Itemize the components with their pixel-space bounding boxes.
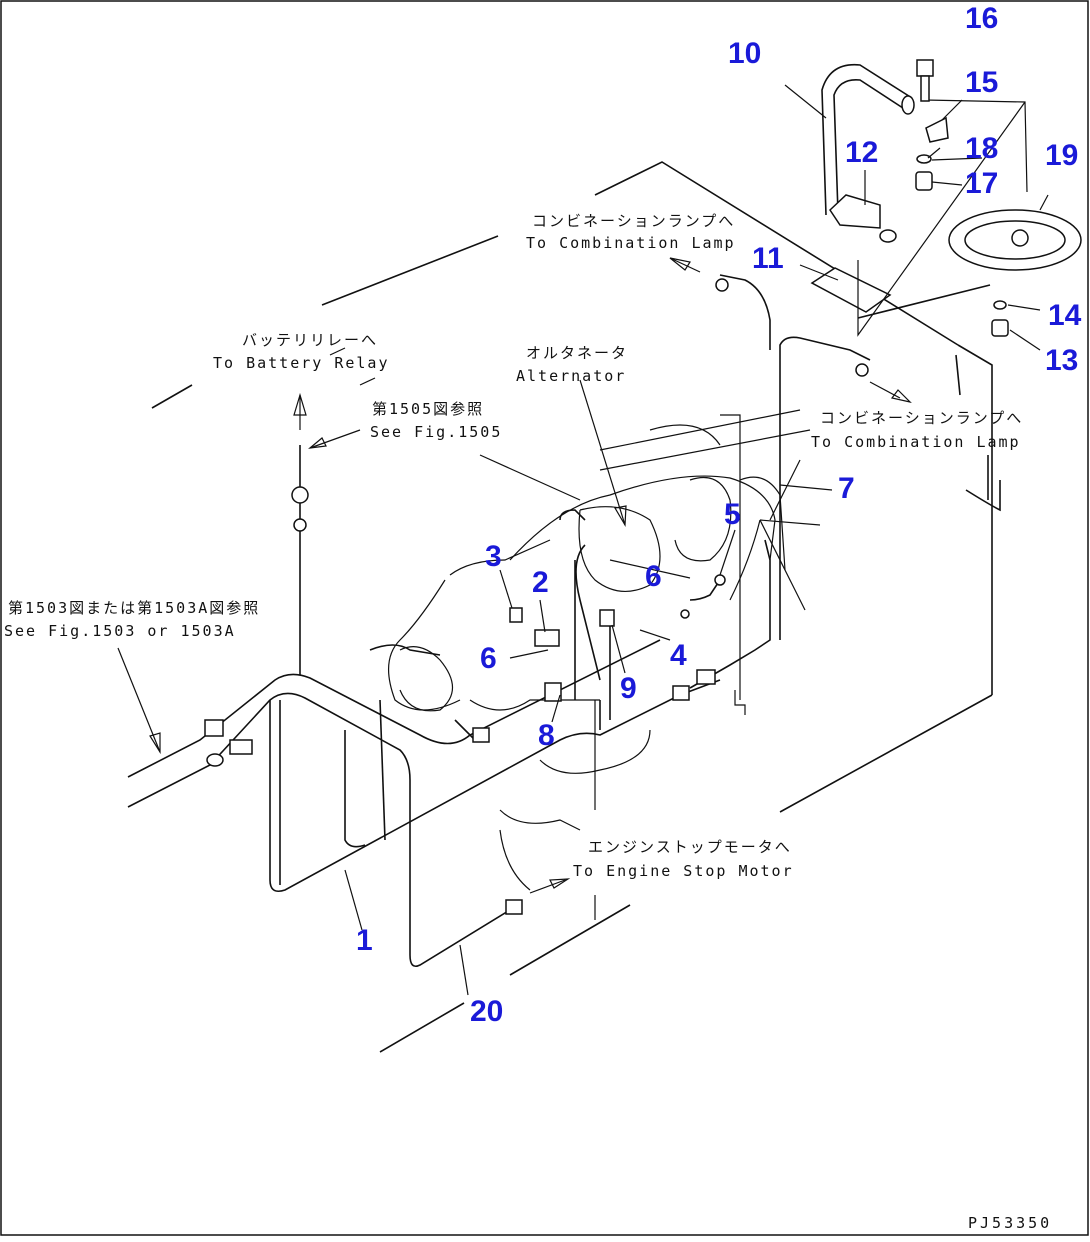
connector bbox=[229, 739, 253, 755]
connector bbox=[204, 719, 224, 737]
main-harness bbox=[127, 274, 871, 968]
note-combination-lamp-right-jp: コンビネーションランプへ bbox=[820, 409, 1023, 427]
callout-14: 14 bbox=[1048, 299, 1082, 332]
callout-9: 9 bbox=[620, 672, 637, 705]
leader-lines bbox=[117, 84, 1049, 996]
note-engine-stop-en: To Engine Stop Motor bbox=[573, 862, 794, 880]
drawing-code: PJ53350 bbox=[968, 1214, 1052, 1232]
annotation-labels: コンビネーションランプへ To Combination Lamp バッテリリレー… bbox=[4, 212, 1023, 880]
clip-part-15 bbox=[925, 116, 949, 143]
callout-2: 2 bbox=[532, 566, 549, 599]
note-alternator-jp: オルタネータ bbox=[526, 344, 628, 362]
callout-3: 3 bbox=[485, 540, 502, 573]
callout-11: 11 bbox=[752, 242, 784, 275]
callout-16: 16 bbox=[965, 2, 998, 35]
note-combination-lamp-right-en: To Combination Lamp bbox=[811, 433, 1021, 451]
bracket-tube bbox=[879, 229, 897, 243]
connector bbox=[206, 753, 224, 767]
note-battery-relay-en: To Battery Relay bbox=[213, 354, 390, 372]
note-battery-relay-jp: バッテリリレーへ bbox=[242, 331, 378, 349]
washer-part-18 bbox=[916, 154, 932, 164]
callout-numbers: 1 2 3 4 5 6 6 7 8 9 10 11 12 13 14 15 16… bbox=[356, 2, 1082, 1028]
connectors bbox=[204, 278, 869, 915]
connector bbox=[472, 727, 490, 743]
connector bbox=[672, 685, 690, 701]
handrail-end bbox=[901, 95, 915, 115]
note-combination-lamp-top-en: To Combination Lamp bbox=[526, 234, 736, 252]
callout-12: 12 bbox=[845, 136, 878, 169]
terminal-cluster bbox=[715, 278, 729, 292]
callout-7: 7 bbox=[838, 472, 855, 505]
callout-4: 4 bbox=[670, 639, 687, 672]
note-see-fig-1505-jp: 第1505図参照 bbox=[372, 400, 484, 418]
plate-part-11 bbox=[810, 267, 892, 313]
terminal bbox=[680, 609, 690, 619]
callout-10: 10 bbox=[728, 37, 761, 70]
nut-part-13 bbox=[991, 319, 1009, 337]
nut-part-17 bbox=[915, 171, 933, 191]
callout-1: 1 bbox=[356, 924, 373, 957]
note-engine-stop-jp: エンジンストップモータへ bbox=[588, 838, 792, 856]
connector bbox=[696, 669, 716, 685]
callout-17: 17 bbox=[965, 167, 998, 200]
bracket-part-12 bbox=[829, 194, 881, 229]
callout-18: 18 bbox=[965, 132, 998, 165]
clamp-part-9 bbox=[599, 609, 615, 627]
clamp-part-8 bbox=[544, 682, 562, 702]
callout-13: 13 bbox=[1045, 344, 1078, 377]
note-see-fig-1503-en: See Fig.1503 or 1503A bbox=[4, 622, 236, 640]
connector bbox=[505, 899, 523, 915]
terminal-cluster bbox=[293, 518, 307, 532]
callout-15: 15 bbox=[965, 66, 998, 99]
callout-8: 8 bbox=[538, 719, 555, 752]
note-see-fig-1503-jp: 第1503図または第1503A図参照 bbox=[8, 599, 260, 617]
sensor-part-5 bbox=[714, 574, 726, 586]
callout-19: 19 bbox=[1045, 139, 1078, 172]
terminal-cluster bbox=[855, 363, 869, 377]
engine-assembly bbox=[387, 409, 821, 920]
callout-20: 20 bbox=[470, 995, 503, 1028]
callout-6a: 6 bbox=[645, 560, 662, 593]
lamp-part-19-bulb bbox=[1011, 229, 1029, 247]
machine-body-outline bbox=[151, 161, 1001, 1053]
upper-parts bbox=[810, 59, 1082, 337]
switch-part-3 bbox=[509, 607, 523, 623]
washer-part-14 bbox=[993, 300, 1007, 310]
callout-6b: 6 bbox=[480, 642, 497, 675]
callout-5: 5 bbox=[724, 498, 741, 531]
sensor-part-2 bbox=[534, 629, 560, 647]
note-combination-lamp-top-jp: コンビネーションランプへ bbox=[532, 212, 735, 230]
bolt-part-16-head bbox=[916, 59, 934, 77]
terminal-cluster bbox=[291, 486, 309, 504]
note-alternator-en: Alternator bbox=[516, 367, 626, 385]
bolt-part-16-shank bbox=[920, 75, 930, 102]
note-see-fig-1505-en: See Fig.1505 bbox=[370, 423, 502, 441]
